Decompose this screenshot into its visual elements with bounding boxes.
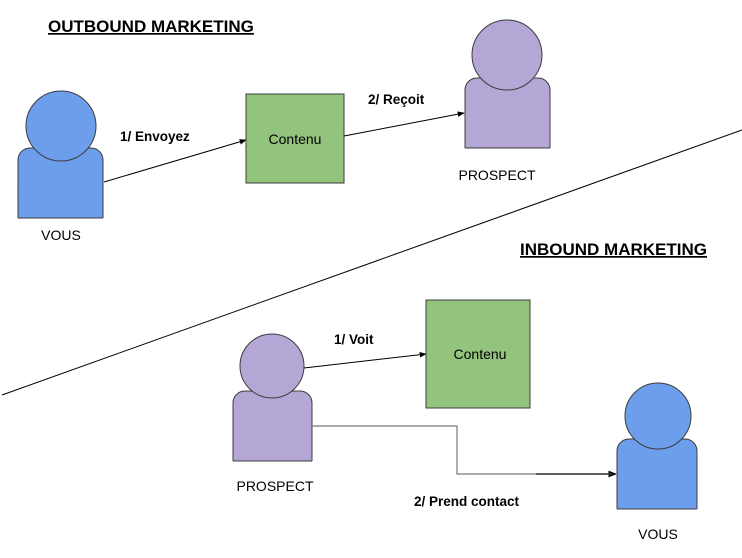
outbound-you-label: VOUS: [41, 227, 81, 243]
inbound-step2-label: 2/ Prend contact: [414, 494, 520, 509]
outbound-content-box: [245, 93, 345, 184]
person-head: [624, 382, 692, 450]
section-divider-line: [1, 129, 742, 396]
inbound-you-label: VOUS: [638, 526, 678, 542]
outbound-prospect-label: PROSPECT: [458, 167, 535, 183]
inbound-content-label: Contenu: [454, 346, 507, 362]
outbound-content-label: Contenu: [269, 131, 322, 147]
person-head: [471, 19, 543, 91]
inbound-title: INBOUND MARKETING: [520, 240, 707, 259]
outbound-prospect-person-icon: [464, 19, 551, 149]
inbound-arrow-see: [303, 351, 427, 369]
inbound-step1-label: 1/ Voit: [334, 332, 374, 347]
outbound-step2-label: 2/ Reçoit: [368, 92, 425, 107]
outbound-arrow-receive: [343, 111, 465, 137]
inbound-content-box: [425, 299, 531, 409]
inbound-prospect-label: PROSPECT: [236, 478, 313, 494]
outbound-arrow-send: [103, 139, 247, 183]
outbound-you-person-icon: [17, 90, 104, 219]
inbound-arrow-contact: [312, 425, 617, 478]
person-head: [25, 90, 97, 162]
outbound-step1-label: 1/ Envoyez: [120, 129, 190, 144]
inbound-prospect-person-icon: [232, 333, 313, 462]
outbound-title: OUTBOUND MARKETING: [48, 17, 254, 36]
person-head: [239, 333, 305, 399]
inbound-you-person-icon: [616, 382, 698, 510]
